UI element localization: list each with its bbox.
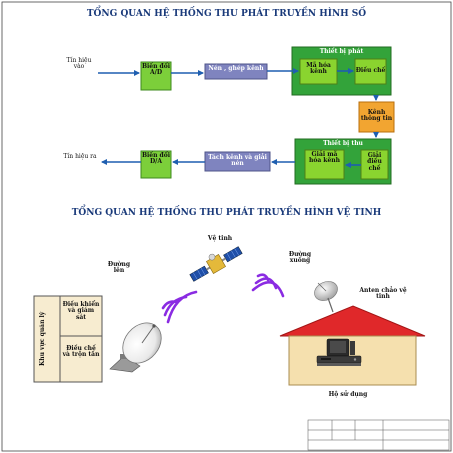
uplink-label: Đường lên bbox=[107, 261, 131, 275]
satellite-icon bbox=[189, 246, 243, 282]
uplink-wave-icon bbox=[161, 290, 198, 324]
channel-coding-box bbox=[299, 58, 338, 85]
management-building bbox=[33, 295, 103, 383]
output-signal-label: Tín hiệu ra bbox=[63, 153, 97, 160]
control-monitor-label: Điều khiển và giám sát bbox=[62, 301, 100, 321]
satellite-tv-title: TỔNG QUAN HỆ THỐNG THU PHÁT TRUYỀN HÌNH … bbox=[71, 208, 382, 218]
downlink-wave-icon bbox=[251, 273, 285, 298]
modulation-box bbox=[354, 58, 387, 85]
modulation-label: Điều chế bbox=[355, 67, 386, 74]
channel-coding-label: Mã hóa kênh bbox=[306, 62, 331, 76]
modulate-mix-label: Điều chế và trộn tần bbox=[62, 345, 100, 359]
channel-decoding-label: Giải mã hóa kênh bbox=[308, 151, 341, 165]
management-area-label: Khu vực quản lý bbox=[39, 311, 46, 367]
compress-mux-label: Nén , ghép kênh bbox=[208, 65, 264, 72]
adc-box bbox=[140, 61, 172, 91]
title-block bbox=[307, 419, 450, 451]
channel-decoding-box bbox=[304, 149, 345, 180]
demodulation-label: Giải điều chế bbox=[367, 152, 382, 172]
uplink-dish-icon bbox=[109, 322, 162, 373]
receiver-tv-icon bbox=[316, 338, 362, 366]
demux-decompress-label: Tách kênh và giải nén bbox=[208, 154, 267, 168]
dish-antenna-label: Anten chảo vệ tinh bbox=[359, 287, 407, 301]
receiver-group-label: Thiết bị thu bbox=[323, 140, 363, 147]
home-dish-icon bbox=[314, 281, 338, 313]
adc-label: Biến đổi A/D bbox=[141, 63, 171, 77]
digital-tv-title: TỔNG QUAN HỆ THỐNG THU PHÁT TRUYỀN HÌNH … bbox=[86, 9, 367, 19]
dac-label: Biến đổi D/A bbox=[141, 152, 171, 166]
user-home-label: Hộ sử dụng bbox=[328, 391, 368, 398]
satellite-label: Vệ tinh bbox=[207, 235, 233, 242]
channel-label: Kênh thông tin bbox=[360, 109, 393, 123]
input-signal-label: Tín hiệu vào bbox=[66, 57, 92, 71]
transmitter-group-label: Thiết bị phát bbox=[319, 48, 364, 55]
downlink-label: Đường xuống bbox=[288, 251, 312, 265]
dac-box bbox=[140, 150, 172, 179]
